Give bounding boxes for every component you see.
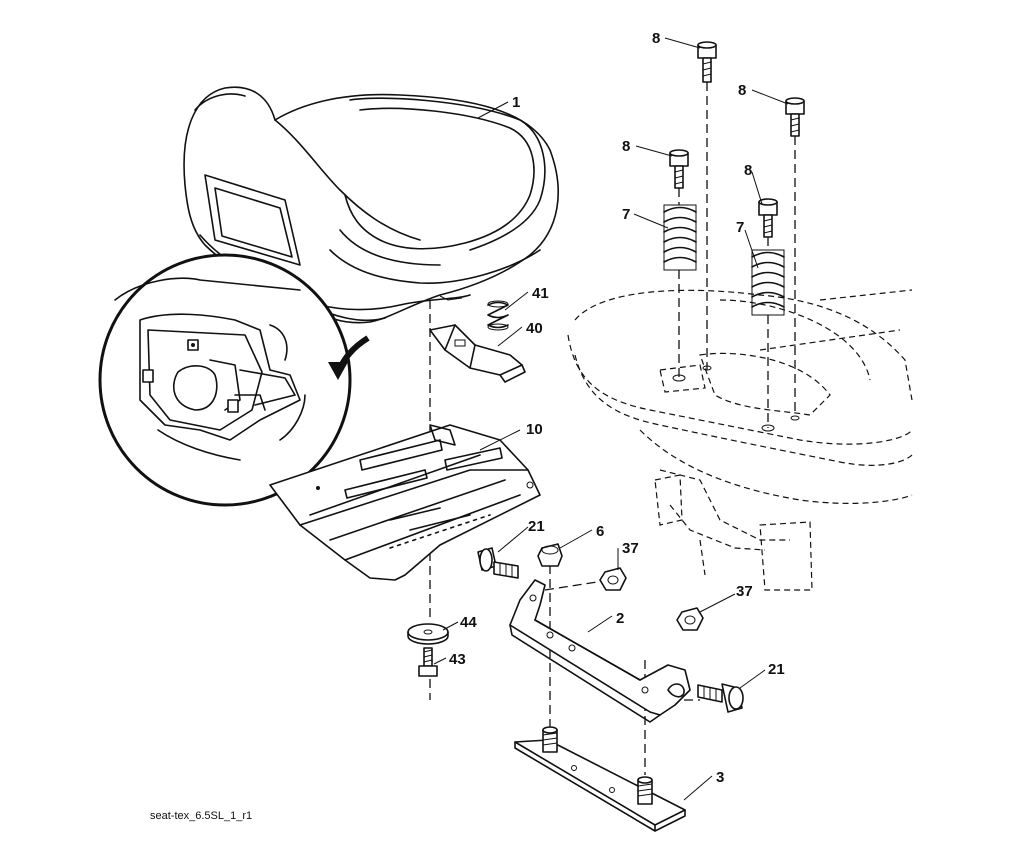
mounting-plate [514,726,686,832]
bolt-8-c [669,149,689,189]
nut-37-lower [676,607,704,631]
leader-lines [433,37,789,801]
bolt-8-d [758,198,778,238]
washer-44 [407,623,449,645]
callout-spring-41: 41 [532,285,549,302]
nut-37-upper [599,567,627,591]
callout-bolt-8-c: 8 [622,138,630,155]
bolt-21-left [477,547,519,579]
spring-7-left [663,204,697,271]
callout-bracket-40: 40 [526,320,543,337]
bolt-8-b [785,97,805,137]
callout-nut-37-upper: 37 [622,540,639,557]
curved-arrow [328,335,370,380]
seat [183,86,559,324]
assembly-lines [429,82,796,775]
callout-labels: 1 2 3 6 7 7 8 8 8 8 10 21 21 37 37 40 41… [449,30,785,786]
callout-washer-44: 44 [460,614,477,631]
screw-43 [418,647,438,677]
callout-screw-43: 43 [449,651,466,668]
callout-seat-pan: 10 [526,421,543,438]
callout-bolt-21-right: 21 [768,661,785,678]
callout-nut-6: 6 [596,523,604,540]
nut-6 [537,543,563,567]
seat-pan [269,424,541,581]
spring-7-right [751,249,785,316]
callout-bolt-8-d: 8 [744,162,752,179]
callout-seat-bracket-hinge: 2 [616,610,624,627]
bolt-21-right [697,683,744,713]
callout-seat: 1 [512,94,520,111]
spring-41 [487,300,509,331]
bracket-40 [429,324,526,383]
callout-spring-7-left: 7 [622,206,630,223]
seat-bracket-hinge [509,579,691,723]
figure-caption: seat-tex_6.5SL_1_r1 [150,810,253,822]
detail-circle [98,253,352,507]
fender-outline [567,289,913,591]
callout-bolt-8-a: 8 [652,30,660,47]
bolt-8-a [697,41,717,83]
callout-bolt-21-left: 21 [528,518,545,535]
callout-spring-7-right: 7 [736,219,744,236]
callout-bolt-8-b: 8 [738,82,746,99]
callout-nut-37-lower: 37 [736,583,753,600]
callout-mounting-plate: 3 [716,769,724,786]
